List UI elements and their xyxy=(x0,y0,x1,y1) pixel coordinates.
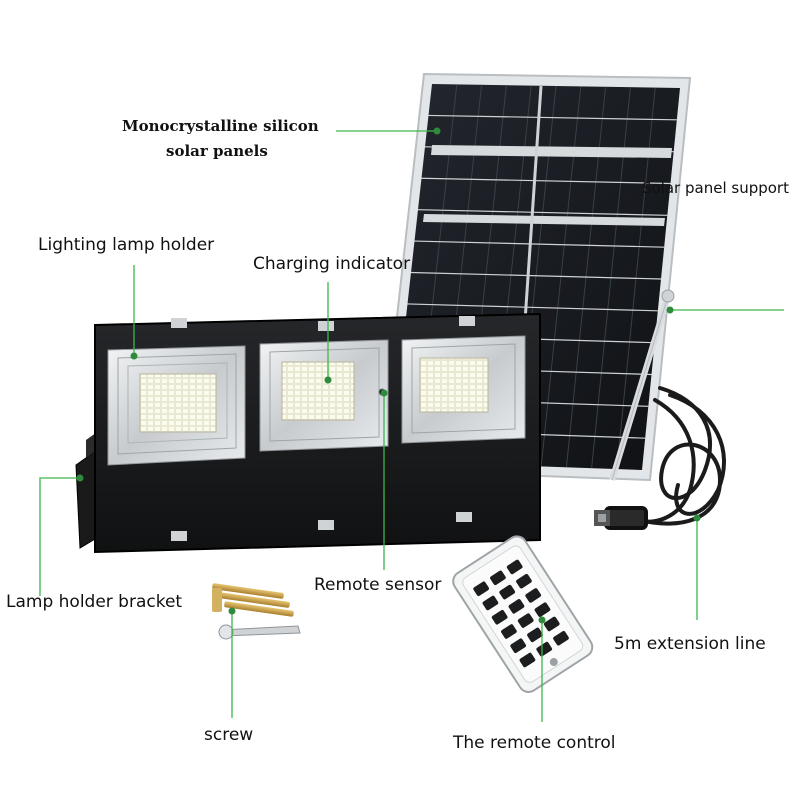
label-solar-panels: Monocrystalline silicon solar panels xyxy=(122,114,319,164)
remote-key xyxy=(516,573,532,589)
extension-cable xyxy=(594,386,726,530)
label-solar-panels-line2: solar panels xyxy=(166,142,268,160)
solar-cell-gridline xyxy=(407,303,658,312)
remote-key xyxy=(490,570,506,586)
remote-key xyxy=(534,602,551,617)
label-extension-line: 5m extension line xyxy=(614,634,766,654)
lamp-module-1 xyxy=(107,345,246,466)
solar-cell-gridline xyxy=(428,114,677,121)
panel-support xyxy=(609,289,675,481)
remote-key xyxy=(510,638,527,653)
solar-cell-gridline xyxy=(421,177,671,185)
remote-key xyxy=(543,616,560,632)
remote-key xyxy=(482,595,499,611)
callout-dots xyxy=(76,127,701,624)
label-lamp-holder: Lighting lamp holder xyxy=(38,235,215,255)
lamp-module-2 xyxy=(259,339,389,452)
solar-cell-gridline xyxy=(410,271,662,280)
remote-key xyxy=(506,559,523,575)
remote-key xyxy=(525,588,542,603)
remote-key xyxy=(536,641,553,657)
remote-key xyxy=(491,610,508,625)
remote-emitter xyxy=(549,657,558,666)
label-remote-control: The remote control xyxy=(453,733,616,753)
lamp-module-3 xyxy=(401,335,526,444)
remote-key xyxy=(508,599,525,614)
remote-key xyxy=(517,613,534,628)
remote-key xyxy=(499,584,516,600)
floodlight xyxy=(75,312,541,554)
label-lamp-bracket: Lamp holder bracket xyxy=(6,592,183,612)
label-screw: screw xyxy=(204,725,254,745)
remote-key xyxy=(473,581,489,596)
label-solar-panels-line1: Monocrystalline silicon xyxy=(122,117,319,135)
screws xyxy=(212,583,301,640)
remote-key xyxy=(501,624,517,639)
solar-cell-gridline xyxy=(414,240,665,248)
remote-key xyxy=(519,652,536,668)
solar-cell-gridline xyxy=(417,209,668,216)
remote-control xyxy=(452,535,594,693)
remote-key xyxy=(553,630,569,646)
callout-lines xyxy=(39,130,784,722)
remote-key xyxy=(527,627,543,643)
label-panel-support: Solar panel support xyxy=(642,179,789,197)
label-charging-indicator: Charging indicator xyxy=(253,254,411,274)
label-remote-sensor: Remote sensor xyxy=(314,575,442,595)
remote-keypad xyxy=(473,559,569,668)
